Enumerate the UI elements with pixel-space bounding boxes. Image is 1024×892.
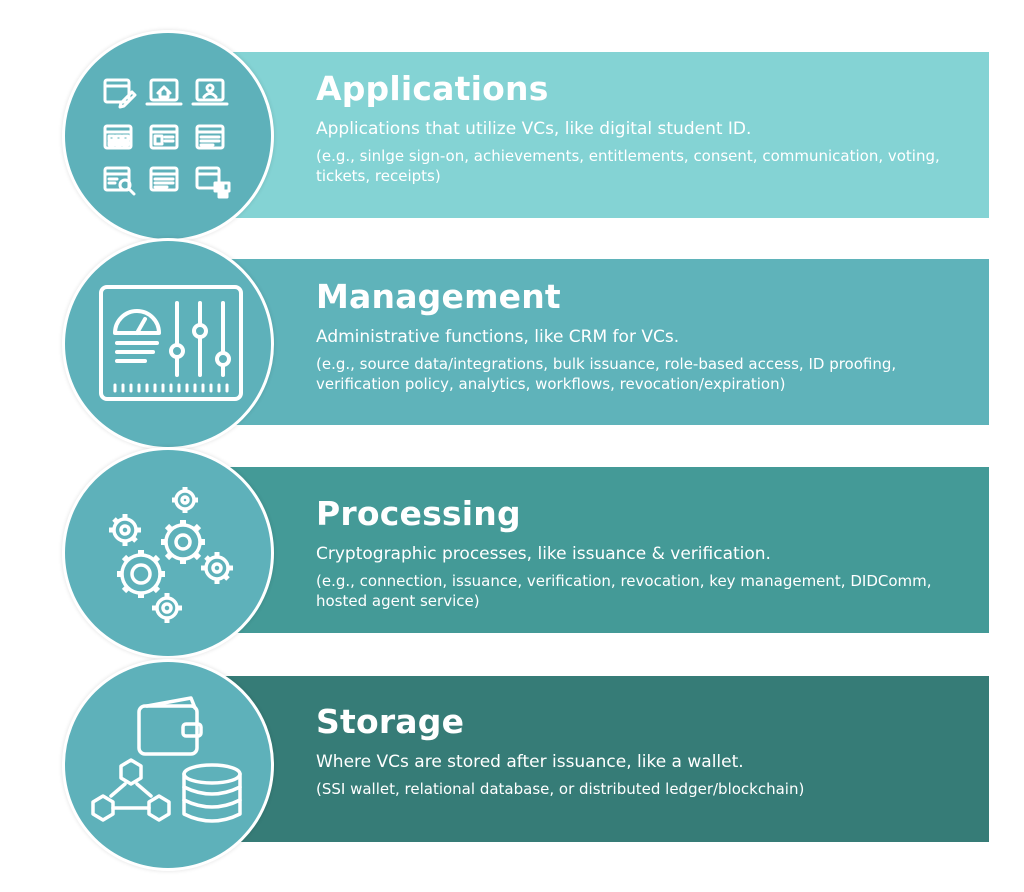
gear-small-left-icon	[109, 514, 141, 546]
layer-title: Storage	[316, 702, 465, 741]
layer-title: Processing	[316, 494, 521, 533]
layer-title: Management	[316, 277, 561, 316]
gear-large-icon	[161, 520, 205, 564]
storage-circle	[62, 659, 274, 871]
layer-processing: Processing Cryptographic processes, like…	[0, 445, 1024, 659]
layer-description: Cryptographic processes, like issuance &…	[316, 544, 771, 564]
layer-description: Where VCs are stored after issuance, lik…	[316, 752, 744, 772]
applications-circle	[62, 30, 274, 242]
database-icon	[182, 763, 242, 823]
layer-storage: Storage Where VCs are stored after issua…	[0, 657, 1024, 892]
blockchain-icon	[91, 758, 171, 822]
layer-applications: Applications Applications that utilize V…	[0, 0, 1024, 242]
gears-icon	[109, 487, 233, 623]
layer-title: Applications	[316, 69, 549, 108]
processing-circle	[62, 447, 274, 659]
band-processing-text: Processing Cryptographic processes, like…	[316, 495, 976, 611]
gear-small-right-icon	[201, 552, 233, 584]
layer-examples: (SSI wallet, relational database, or dis…	[316, 780, 805, 798]
gear-medium-icon	[117, 550, 165, 598]
layer-description: Applications that utilize VCs, like digi…	[316, 119, 752, 139]
band-applications	[224, 52, 989, 218]
layer-examples: (e.g., source data/integrations, bulk is…	[316, 355, 897, 393]
gear-small-bottom-icon	[152, 593, 182, 623]
band-management-text: Management Administrative functions, lik…	[316, 278, 976, 394]
layer-examples: (e.g., sinlge sign-on, achievements, ent…	[316, 147, 940, 185]
layer-description: Administrative functions, like CRM for V…	[316, 327, 680, 347]
band-storage	[224, 676, 989, 842]
band-storage-text: Storage Where VCs are stored after issua…	[316, 703, 976, 799]
wallet-icon	[137, 696, 203, 756]
layer-examples: (e.g., connection, issuance, verificatio…	[316, 572, 932, 610]
layer-management: Management Administrative functions, lik…	[0, 230, 1024, 450]
wallet-database-blockchain-icon	[91, 696, 242, 823]
dashboard-sliders-icon	[99, 285, 243, 401]
band-applications-text: Applications Applications that utilize V…	[316, 70, 976, 186]
band-management	[224, 259, 989, 425]
management-circle	[62, 238, 274, 450]
band-processing	[224, 467, 989, 633]
gear-small-top-icon	[172, 487, 198, 513]
app-grid-icon	[103, 78, 231, 199]
